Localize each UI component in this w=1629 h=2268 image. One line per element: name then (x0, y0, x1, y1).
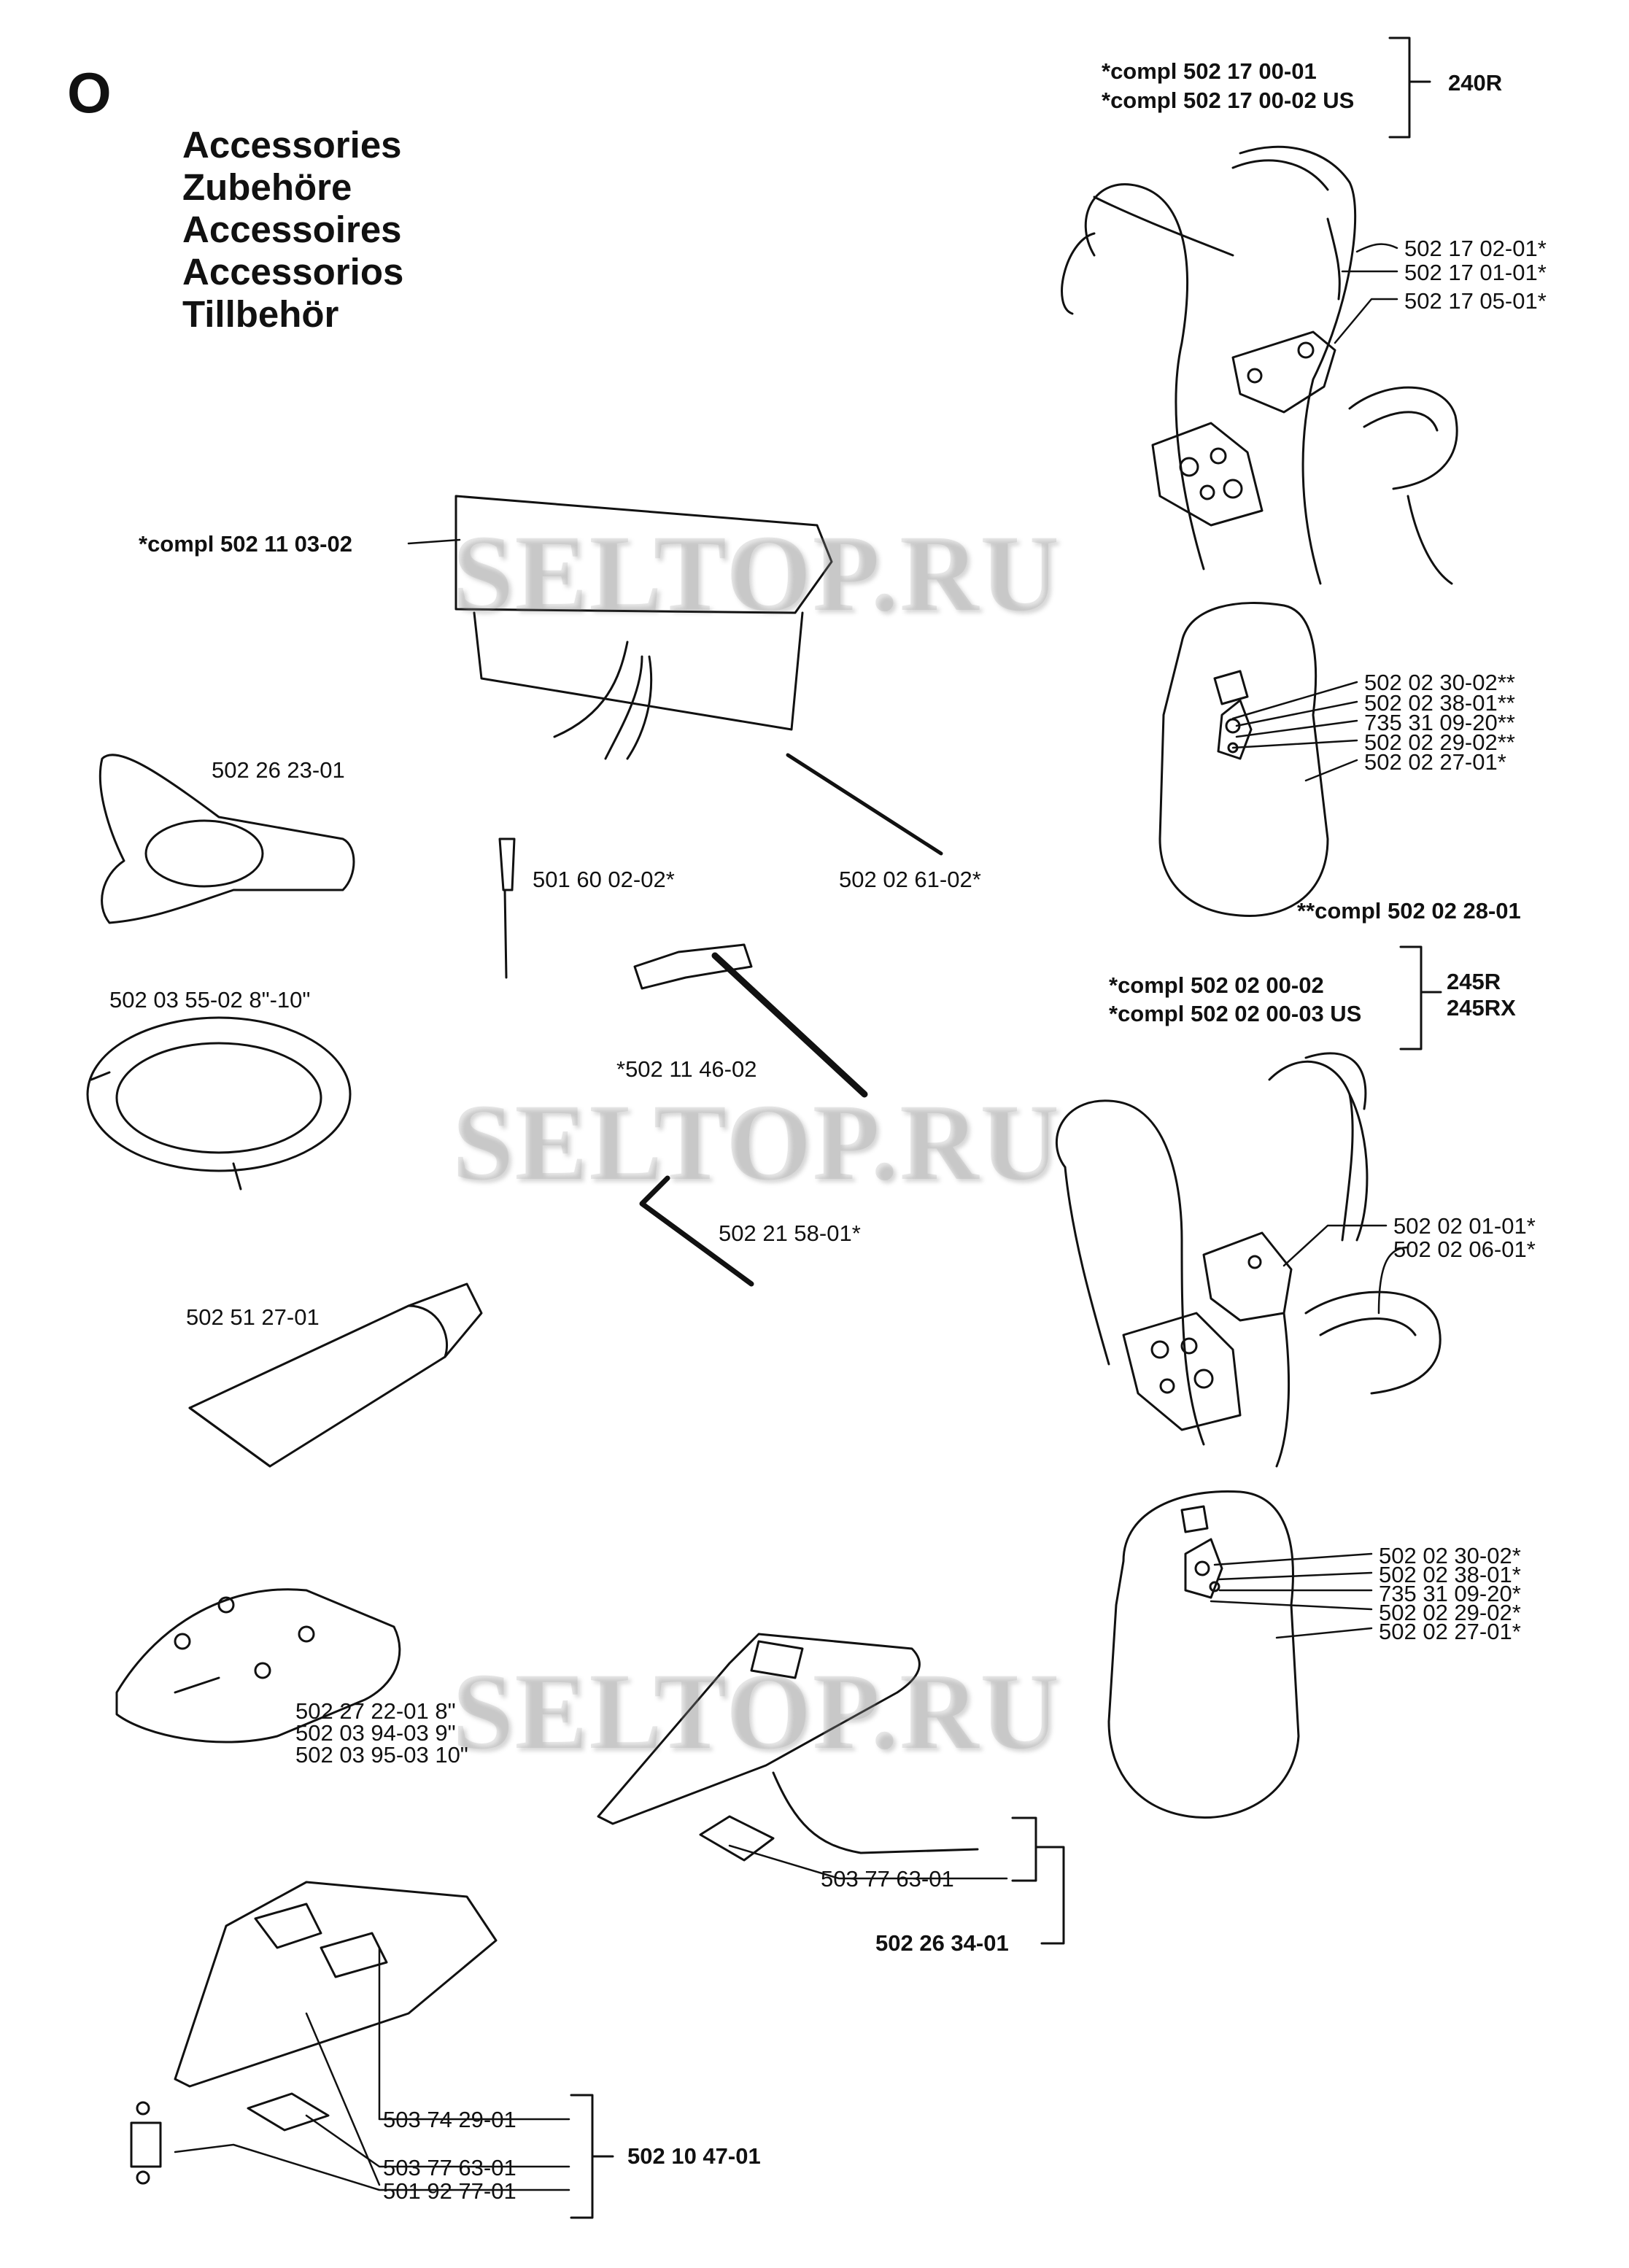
model-label: 245R (1447, 969, 1501, 994)
bracket-502-26-34-01 (1011, 1816, 1065, 1945)
leader-lines (174, 243, 1409, 2191)
part-number: 502 03 55-02 8"-10" (109, 987, 311, 1013)
grease-tube-drawing (188, 1282, 483, 1468)
part-number: 502 17 01-01* (1404, 260, 1547, 285)
blade-guard-kit-a-drawing (597, 1633, 979, 1862)
part-number: 501 60 02-02* (533, 867, 675, 892)
part-number: 502 17 05-01* (1404, 288, 1547, 314)
part-number: 502 21 58-01* (719, 1220, 861, 1246)
compl-label: **compl 502 02 28-01 (1297, 898, 1521, 924)
part-number: 502 02 38-01** (1364, 690, 1515, 716)
blade-guard-kit-b-drawing (130, 1881, 498, 2185)
title-fr: Accessoires (182, 209, 402, 250)
bracket-245r (1399, 945, 1442, 1050)
part-number: 502 02 27-01* (1379, 1619, 1521, 1644)
part-number: 503 74 29-01 (383, 2107, 516, 2132)
model-label: 245RX (1447, 995, 1516, 1021)
part-number: 502 02 30-02* (1379, 1543, 1521, 1568)
part-number: *502 11 46-02 (616, 1056, 757, 1082)
part-number: 502 03 95-03 10" (295, 1742, 468, 1768)
part-number: 502 02 38-01* (1379, 1562, 1521, 1587)
tool-bag-drawing (454, 495, 833, 760)
watermark: SELTOP.RU (452, 513, 1061, 634)
title-sv: Tillbehör (182, 293, 339, 335)
part-number: 502 02 61-02* (839, 867, 981, 892)
pad-240r-drawing (1158, 602, 1329, 918)
part-number: 502 02 01-01* (1393, 1213, 1536, 1239)
compl-label: *compl 502 17 00-01 (1102, 58, 1317, 84)
compl-label: *compl 502 02 00-03 US (1109, 1001, 1362, 1026)
section-letter: O (67, 61, 112, 125)
pad-245r-drawing (1107, 1490, 1300, 1819)
part-number: 502 51 27-01 (186, 1304, 320, 1330)
blade-guard-drawing (115, 1588, 401, 1743)
title-block: Accessories Zubehöre Accessoires Accesso… (182, 124, 403, 336)
part-number: 502 03 94-03 9" (295, 1720, 456, 1746)
harness-245r-drawing (1056, 1052, 1442, 1468)
bracket-502-10-47-01 (570, 2094, 614, 2219)
title-en: Accessories (182, 124, 402, 166)
pin-drawing (498, 837, 516, 979)
part-number: 502 02 06-01* (1393, 1236, 1536, 1262)
kit-label: 502 26 34-01 (875, 1930, 1009, 1956)
trimmer-guard-ring-drawing (86, 1016, 352, 1191)
support-cup-drawing (98, 754, 355, 924)
hex-key-drawing (639, 1175, 754, 1287)
part-number: 735 31 09-20** (1364, 710, 1515, 735)
part-number: 502 02 29-02** (1364, 729, 1515, 755)
part-number: 502 17 02-01* (1404, 236, 1547, 261)
compl-label: *compl 502 17 00-02 US (1102, 88, 1355, 113)
part-number: 502 02 29-02* (1379, 1600, 1521, 1625)
part-number: 502 02 27-01* (1364, 749, 1506, 775)
part-number: 502 02 30-02** (1364, 670, 1515, 695)
kit-label: 502 10 47-01 (627, 2143, 761, 2169)
model-label: 240R (1448, 70, 1503, 96)
part-number: 502 26 23-01 (212, 757, 345, 783)
part-number: 502 27 22-01 8" (295, 1698, 456, 1724)
title-de: Zubehöre (182, 166, 352, 208)
compl-label: *compl 502 02 00-02 (1109, 972, 1324, 998)
part-number: 503 77 63-01 (821, 1866, 954, 1892)
part-number: 503 77 63-01 (383, 2155, 516, 2180)
watermark: SELTOP.RU (452, 1082, 1061, 1203)
harness-240r-drawing (1061, 145, 1458, 585)
combination-spanner-drawing (633, 943, 868, 1098)
screwdriver-drawing (786, 753, 943, 856)
part-number: 501 92 77-01 (383, 2178, 516, 2204)
watermark: SELTOP.RU (452, 1651, 1061, 1772)
bracket-240r (1388, 36, 1431, 139)
part-number: 735 31 09-20* (1379, 1581, 1521, 1606)
compl-label: *compl 502 11 03-02 (139, 531, 352, 557)
title-es: Accessorios (182, 251, 404, 293)
